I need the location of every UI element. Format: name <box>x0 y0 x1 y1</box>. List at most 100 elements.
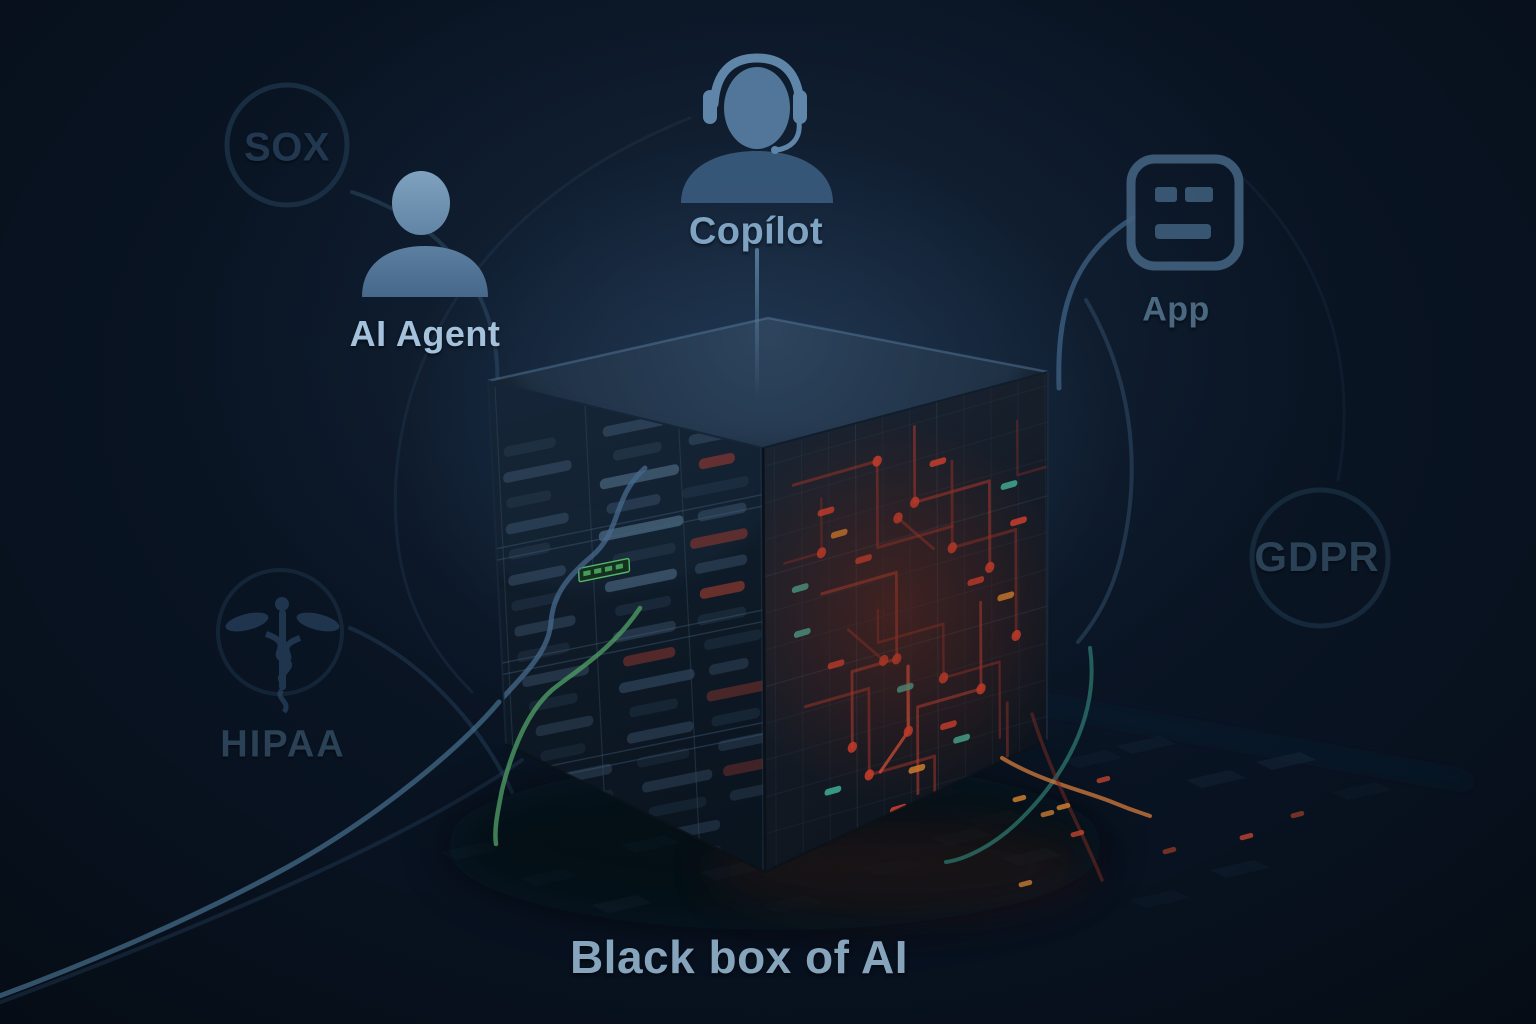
floor-dash <box>1290 810 1305 819</box>
floor-dash <box>1239 832 1254 841</box>
floor-dash <box>1056 802 1071 811</box>
code-bar <box>598 515 684 542</box>
cube-right-edge <box>1046 371 1049 741</box>
cube-left-edge <box>487 380 507 745</box>
app-window-icon <box>1126 154 1244 271</box>
code-bar <box>522 664 589 687</box>
code-bar <box>623 646 676 667</box>
page-title: Black box of AI <box>569 931 909 983</box>
user-icon <box>362 171 488 297</box>
right-background-arc <box>1238 173 1346 482</box>
floor-dash <box>1162 846 1177 855</box>
floor-tile <box>1062 750 1122 768</box>
gdpr-ring-badge <box>1249 487 1391 629</box>
code-bar <box>503 437 556 457</box>
code-bar <box>629 698 678 718</box>
code-bar <box>540 743 586 762</box>
code-bar <box>612 441 662 461</box>
code-bar <box>506 490 552 509</box>
code-bar <box>637 748 690 768</box>
code-bar <box>514 615 576 637</box>
code-bar <box>642 769 713 793</box>
code-bar <box>503 460 572 483</box>
app-connector-curve <box>1056 215 1136 391</box>
cube-top-rim <box>487 316 1049 383</box>
code-bar <box>682 476 749 499</box>
gdpr-connector-curve <box>1076 298 1134 644</box>
code-highlight-tick <box>604 565 613 572</box>
code-bar <box>508 565 566 586</box>
code-highlight-green <box>577 557 631 583</box>
floor-dash <box>1040 809 1055 818</box>
code-bar <box>729 781 765 801</box>
cube-front-edge <box>761 447 767 873</box>
code-bar <box>626 721 694 744</box>
code-bar <box>704 629 762 650</box>
floor-debris-dashes <box>1012 775 1305 888</box>
cube-top-left-rim <box>487 380 764 449</box>
gdpr-label: GDPR <box>1254 533 1380 580</box>
hipaa-connector-curve <box>348 626 514 794</box>
floor-tile <box>1130 890 1190 908</box>
code-bar <box>604 568 677 593</box>
code-bar <box>711 707 761 727</box>
code-bar <box>690 528 748 549</box>
code-bar <box>511 592 560 612</box>
green-wire <box>493 605 643 847</box>
caduceus-icon <box>225 597 340 714</box>
code-bar <box>697 606 747 626</box>
cube-wires <box>0 605 1152 999</box>
floor-dash <box>1096 775 1111 784</box>
cube-front-edge-highlight <box>760 447 764 873</box>
code-highlight-tick <box>615 563 624 570</box>
code-bar <box>508 542 551 560</box>
code-highlight-tick <box>594 567 602 575</box>
floor-dash <box>1012 794 1027 803</box>
code-bar <box>706 680 765 702</box>
code-bar <box>612 620 676 643</box>
floor-tile <box>1186 770 1246 788</box>
floor-tile <box>1116 736 1176 754</box>
hipaa-label: HIPAA <box>220 723 346 766</box>
left-background-arc <box>393 116 692 694</box>
floor-tile <box>1210 860 1270 878</box>
headset-user-icon <box>681 53 833 203</box>
orange-wire <box>1000 756 1152 818</box>
code-bar <box>718 731 765 752</box>
app-label: App <box>1142 290 1210 329</box>
code-bar <box>699 580 745 599</box>
code-bar <box>535 715 594 737</box>
ai-agent-label: AI Agent <box>349 313 501 354</box>
code-bar <box>698 452 735 470</box>
floor-dash <box>1018 879 1033 888</box>
cube-edges <box>487 316 1049 874</box>
code-bar <box>697 502 747 522</box>
sox-ring-badge <box>224 82 350 208</box>
code-column-line <box>674 381 703 872</box>
code-cross-line <box>499 617 765 676</box>
circuit-warm-glow <box>763 415 1048 805</box>
code-bar <box>708 658 749 675</box>
teal-wire <box>944 646 1094 864</box>
code-bar <box>618 669 695 694</box>
code-bar <box>694 554 748 574</box>
blue-wire <box>0 699 502 999</box>
cube-bottom-rim <box>505 738 1048 874</box>
code-bar <box>505 512 569 535</box>
floor-tile <box>1256 752 1316 770</box>
blue-wire-on-face <box>496 465 648 705</box>
code-bar <box>723 758 765 777</box>
code-cross-line <box>493 503 765 562</box>
red-wire <box>1030 712 1104 882</box>
sox-label: SOX <box>244 125 330 170</box>
code-bar <box>615 595 672 617</box>
code-cross-line <box>493 491 765 551</box>
copilot-label: Copílot <box>688 210 824 253</box>
bottom-left-arc <box>0 758 524 1005</box>
code-cross-line <box>498 606 765 665</box>
code-highlight-tick <box>583 569 591 577</box>
floor-dash <box>1070 829 1085 838</box>
code-bar <box>528 692 578 712</box>
